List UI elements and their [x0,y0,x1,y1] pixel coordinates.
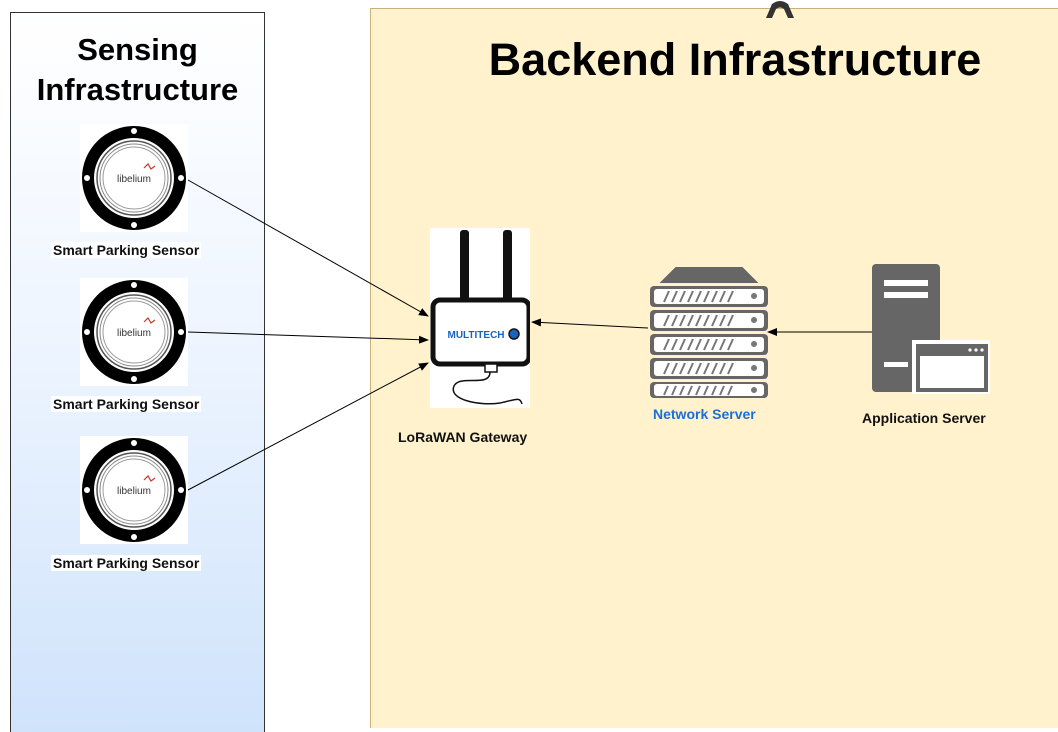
sensing-title: Sensing Infrastructure [10,30,265,110]
gateway-label: LoRaWAN Gateway [398,429,528,445]
gateway-brand: MULTITECH [447,330,504,341]
network-server-label: Network Server [653,406,756,422]
arrow-sensor1-to-gateway [187,179,429,317]
parking-sensor-icon: libelium [82,438,186,542]
cropped-icon [766,1,794,18]
sensing-title-line2: Infrastructure [36,72,239,107]
backend-title: Backend Infrastructure [488,34,982,85]
arrow-sensor3-to-gateway [187,362,429,491]
application-server-label: Application Server [862,410,986,426]
gateway-icon: MULTITECH [430,230,532,405]
sensing-title-line1: Sensing [77,32,198,67]
network-server-icon [650,267,768,398]
smart-parking-sensor-1: libelium [80,124,188,232]
arrow-network-to-gateway [531,318,649,329]
sensor-brand: libelium [117,486,151,497]
parking-sensor-icon: libelium [82,126,186,230]
parking-sensor-icon: libelium [82,280,186,384]
application-server-icon [872,264,990,394]
sensor-2-label: Smart Parking Sensor [51,396,202,412]
sensor-brand: libelium [117,328,151,339]
smart-parking-sensor-2: libelium [80,278,188,386]
lorawan-gateway: MULTITECH [430,228,532,408]
arrow-sensor2-to-gateway [187,331,429,344]
smart-parking-sensor-3: libelium [80,436,188,544]
sensor-brand: libelium [117,174,151,185]
sensor-1-label: Smart Parking Sensor [51,242,202,258]
sensor-3-label: Smart Parking Sensor [51,555,202,571]
